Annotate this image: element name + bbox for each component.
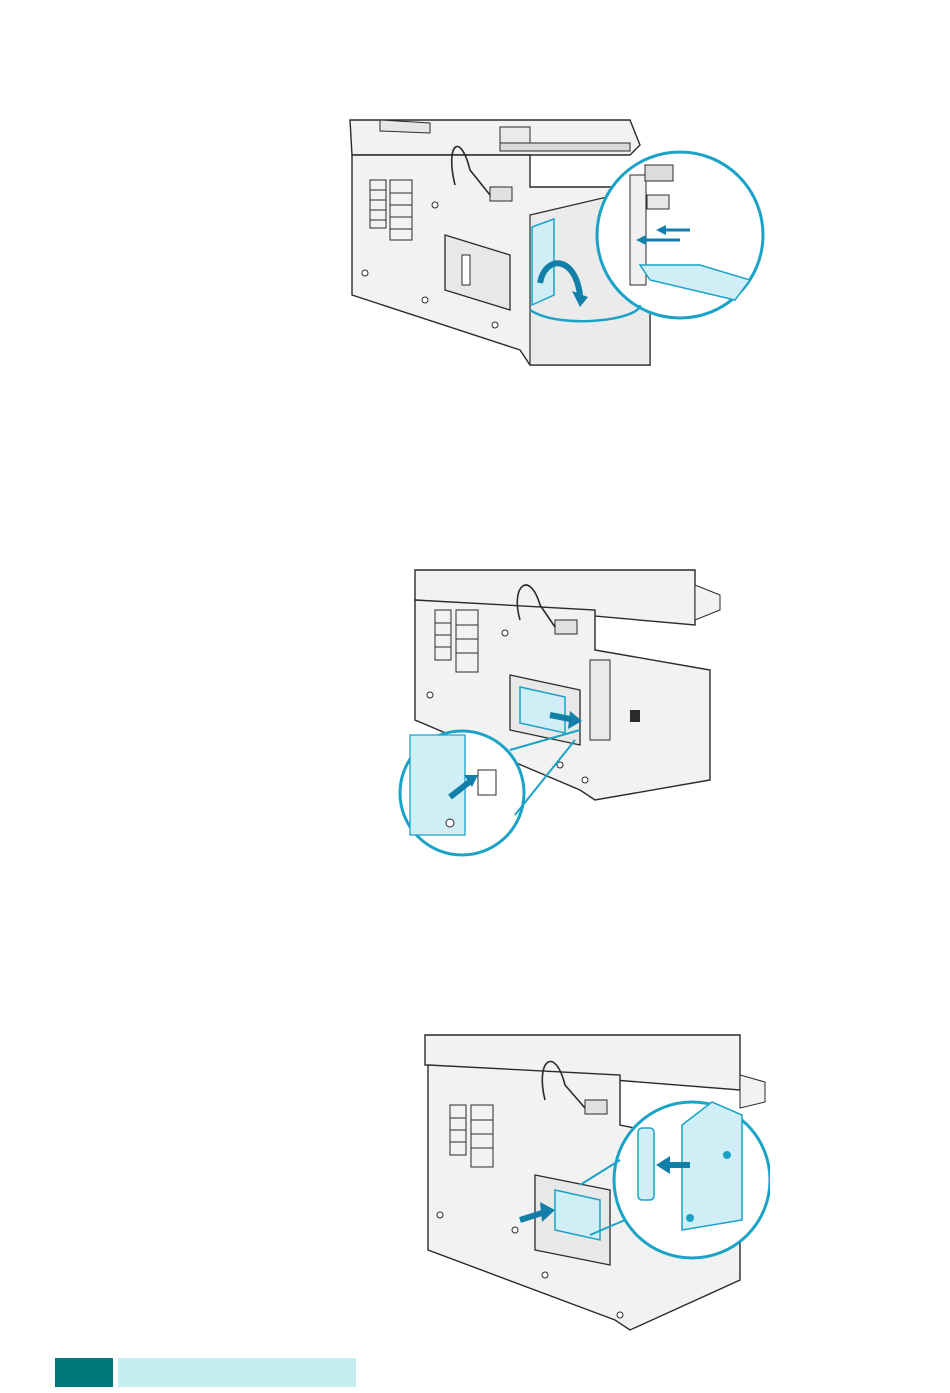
footer-section-bar: [118, 1358, 356, 1387]
dimm-connector: [638, 1128, 654, 1200]
printer-control-board-cover-illustration: [390, 565, 725, 860]
memory-card-zoom: [682, 1102, 742, 1230]
printer-rear-cover-illustration: [340, 115, 770, 370]
footer-page-number-tab: [55, 1358, 113, 1387]
printer-memory-card-illustration: [420, 1030, 770, 1345]
